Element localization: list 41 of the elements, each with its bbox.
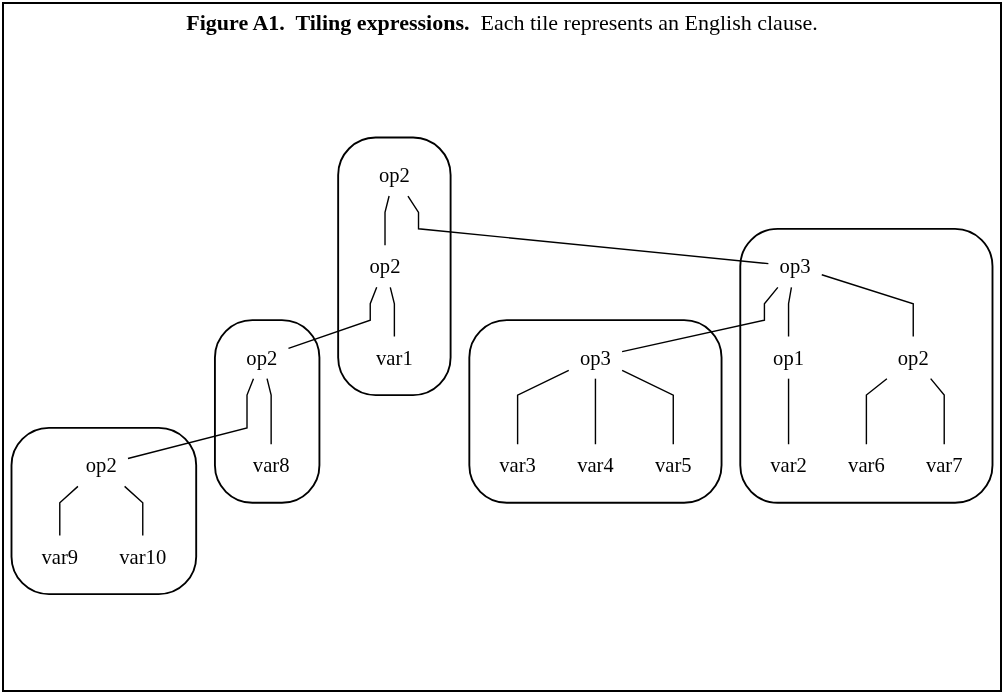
node-text: op1 — [773, 346, 805, 370]
node-text: var10 — [119, 545, 167, 569]
cluster — [10, 427, 198, 596]
node-text: var8 — [252, 453, 290, 478]
connector — [266, 378, 272, 446]
connector — [787, 286, 793, 338]
cluster — [468, 319, 723, 504]
connector — [287, 286, 378, 350]
cluster — [739, 228, 994, 504]
connector — [123, 485, 144, 537]
connector — [59, 485, 79, 537]
node-text: var7 — [925, 453, 963, 478]
node-text: op2 — [378, 163, 410, 187]
connector — [865, 378, 888, 446]
node-text: op2 — [85, 453, 117, 478]
connector — [407, 195, 770, 265]
connector — [389, 286, 396, 338]
node-text: var6 — [848, 453, 885, 478]
connector — [127, 378, 255, 460]
connector — [516, 369, 570, 446]
node-text: var4 — [577, 453, 614, 478]
cluster — [214, 319, 321, 504]
connector — [787, 378, 790, 446]
connector — [384, 195, 390, 247]
node-text: op2 — [369, 254, 401, 279]
node-text: op2 — [897, 346, 929, 370]
node-text: var5 — [654, 453, 692, 478]
connector — [594, 378, 597, 446]
node-text: var1 — [376, 346, 413, 370]
connector — [821, 274, 914, 338]
node-text: var2 — [770, 453, 807, 478]
node-text: var3 — [499, 453, 536, 478]
figure-title: Figure A1. Tiling expressions. Each tile represents an English clause. — [185, 9, 819, 37]
cluster — [337, 136, 452, 397]
connector — [621, 286, 779, 353]
connector — [929, 378, 945, 446]
node-text: var9 — [41, 545, 79, 569]
connector — [621, 369, 674, 446]
node-text: op3 — [579, 346, 611, 370]
node-text: op2 — [246, 346, 278, 370]
node-text: op3 — [779, 254, 811, 279]
